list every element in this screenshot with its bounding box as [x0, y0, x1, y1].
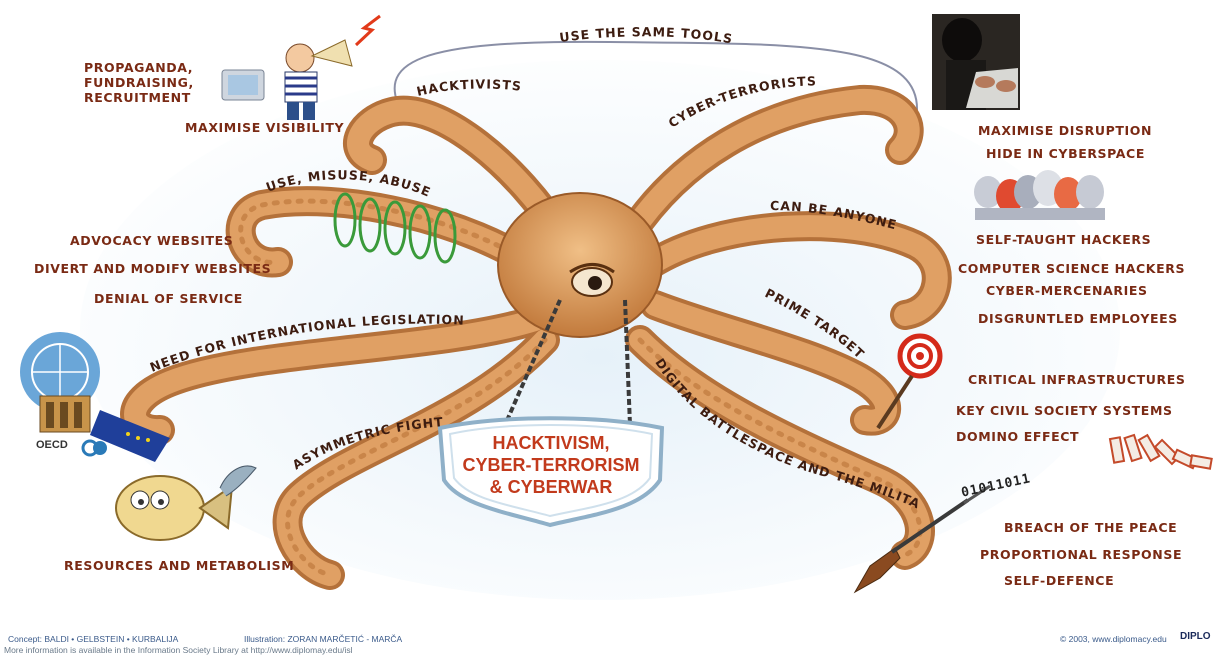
label-denial-of-service: DENIAL OF SERVICE: [94, 292, 243, 306]
domino-icon: [1110, 435, 1212, 469]
label-divert-modify: DIVERT AND MODIFY WEBSITES: [34, 262, 271, 276]
diplo-logo: DIPLO: [1180, 632, 1211, 642]
label-maximise-disruption: MAXIMISE DISRUPTION: [978, 124, 1152, 138]
label-resources: RESOURCES AND METABOLISM: [64, 559, 294, 573]
footer-concept: Concept: BALDI • GELBSTEIN • KURBALIJA: [8, 634, 178, 644]
label-computer-science: COMPUTER SCIENCE HACKERS: [958, 262, 1185, 276]
hooded-hacker-photo: [932, 14, 1020, 110]
label-domino: DOMINO EFFECT: [956, 430, 1079, 444]
label-self-defence: SELF-DEFENCE: [1004, 574, 1114, 588]
sign-line-2: CYBER-TERRORISM: [462, 455, 639, 475]
footer-illustration: Illustration: ZORAN MARČETIĆ - MARČA: [244, 634, 402, 644]
label-disgruntled: DISGRUNTLED EMPLOYEES: [978, 312, 1178, 326]
oecd-label: OECD: [36, 440, 68, 450]
label-key-civil: KEY CIVIL SOCIETY SYSTEMS: [956, 404, 1173, 418]
sign-line-3: & CYBERWAR: [490, 477, 613, 497]
label-cyber-mercenaries: CYBER-MERCENARIES: [986, 284, 1148, 298]
head-silhouettes-icon: [974, 170, 1105, 220]
label-propaganda: PROPAGANDA, FUNDRAISING, RECRUITMENT: [84, 60, 194, 105]
sign-line-1: HACKTIVISM,: [493, 433, 610, 453]
label-critical-infra: CRITICAL INFRASTRUCTURES: [968, 373, 1185, 387]
label-hide-in-cyberspace: HIDE IN CYBERSPACE: [986, 147, 1145, 161]
octopus-head: [498, 193, 662, 337]
label-self-taught: SELF-TAUGHT HACKERS: [976, 233, 1151, 247]
label-proportional: PROPORTIONAL RESPONSE: [980, 548, 1182, 562]
label-maximise-visibility: MAXIMISE VISIBILITY: [185, 121, 344, 135]
label-breach: BREACH OF THE PEACE: [1004, 521, 1177, 535]
footer-copyright: © 2003, www.diplomacy.edu: [1060, 634, 1167, 644]
label-advocacy-websites: ADVOCACY WEBSITES: [70, 234, 233, 248]
